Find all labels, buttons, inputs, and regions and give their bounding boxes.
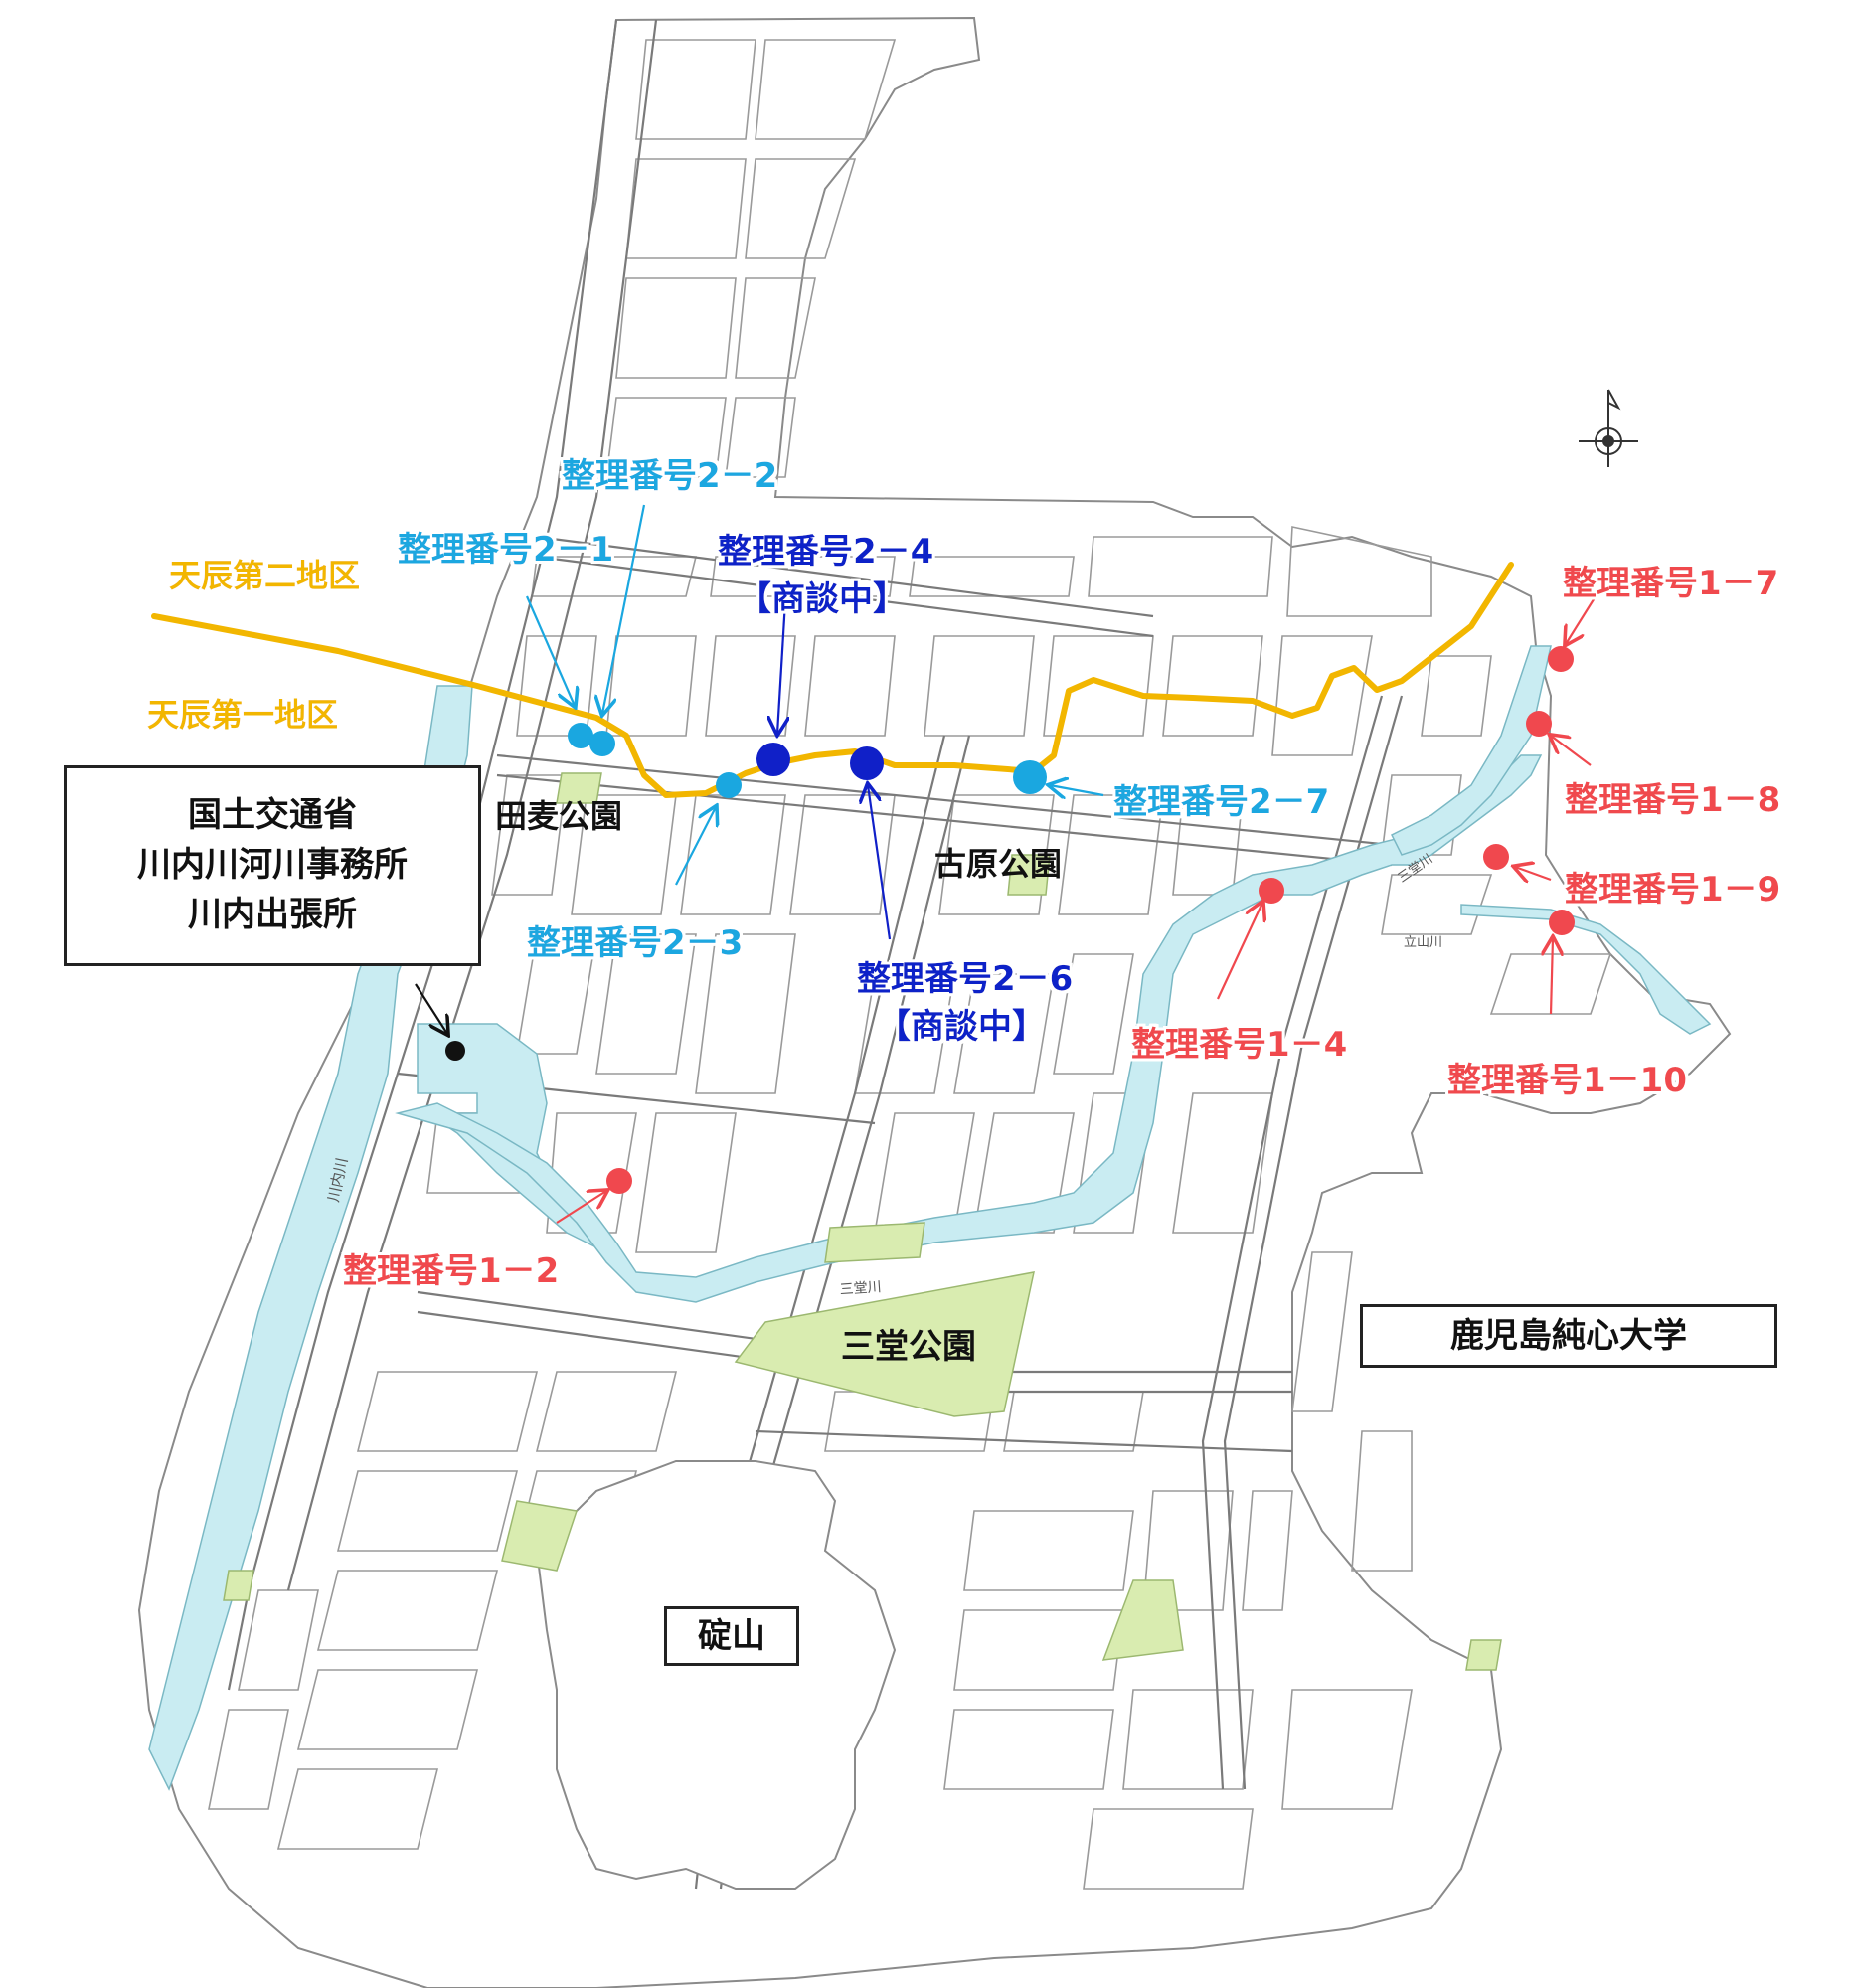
site-marker-1-7[interactable] — [1548, 646, 1574, 672]
office-label-box: 国土交通省 川内川河川事務所 川内出張所 — [64, 765, 481, 966]
site-label-2-6: 整理番号2－6 — [857, 959, 1073, 999]
site-marker-2-2[interactable] — [589, 731, 615, 756]
site-label-2-3: 整理番号2－3 — [527, 923, 743, 963]
site-marker-1-9[interactable] — [1483, 844, 1509, 870]
site-label-2-2: 整理番号2－2 — [562, 456, 777, 496]
district-label-second: 天辰第二地区 — [169, 557, 360, 594]
site-label-1-10: 整理番号1－10 — [1447, 1061, 1687, 1100]
site-marker-2-4[interactable] — [756, 743, 790, 776]
site-marker-1-8[interactable] — [1526, 711, 1552, 737]
site-marker-1-10[interactable] — [1549, 910, 1575, 935]
site-label-2-6-status: 【商談中】 — [877, 1007, 1046, 1047]
site-label-1-2: 整理番号1－2 — [343, 1251, 559, 1291]
site-marker-1-2[interactable] — [606, 1168, 632, 1194]
mountain-outline — [535, 1460, 897, 1890]
mountain-label-box: 碇山 — [664, 1606, 799, 1666]
site-label-2-4: 整理番号2－4 — [718, 532, 933, 572]
site-marker-2-7[interactable] — [1013, 760, 1047, 794]
leader-arrows — [415, 504, 1597, 1224]
site-label-2-1: 整理番号2－1 — [398, 530, 613, 570]
office-marker[interactable] — [445, 1041, 465, 1061]
site-label-2-4-status: 【商談中】 — [738, 580, 907, 619]
park-areas — [223, 772, 1502, 1671]
site-marker-2-1[interactable] — [568, 723, 593, 748]
river-label-sando: 三堂川 — [839, 1279, 882, 1298]
map-outline — [137, 16, 1732, 1988]
office-label-line-2: 川内川河川事務所 — [137, 845, 408, 885]
site-label-1-9: 整理番号1－9 — [1565, 870, 1780, 910]
site-marker-2-3[interactable] — [716, 772, 742, 798]
site-label-1-8: 整理番号1－8 — [1565, 780, 1780, 820]
tateyama-river-path — [1460, 904, 1712, 1035]
office-label-line-1: 国土交通省 — [188, 795, 357, 835]
site-marker-1-4[interactable] — [1259, 878, 1284, 904]
site-label-1-7: 整理番号1－7 — [1563, 564, 1778, 603]
district-label-first: 天辰第一地区 — [147, 696, 338, 734]
park-label-kohara: 古原公園 — [934, 845, 1062, 883]
site-label-2-7: 整理番号2－7 — [1113, 782, 1329, 822]
park-label-sando: 三堂公園 — [841, 1327, 976, 1367]
site-marker-2-6[interactable] — [850, 746, 884, 780]
site-label-1-4: 整理番号1－4 — [1131, 1025, 1347, 1065]
university-label-box: 鹿児島純心大学 — [1360, 1304, 1777, 1368]
park-label-tamugi: 田麦公園 — [495, 797, 622, 835]
river-label-tateyama: 立山川 — [1404, 935, 1442, 950]
office-label-line-3: 川内出張所 — [188, 895, 357, 934]
north-arrow — [1579, 389, 1638, 467]
